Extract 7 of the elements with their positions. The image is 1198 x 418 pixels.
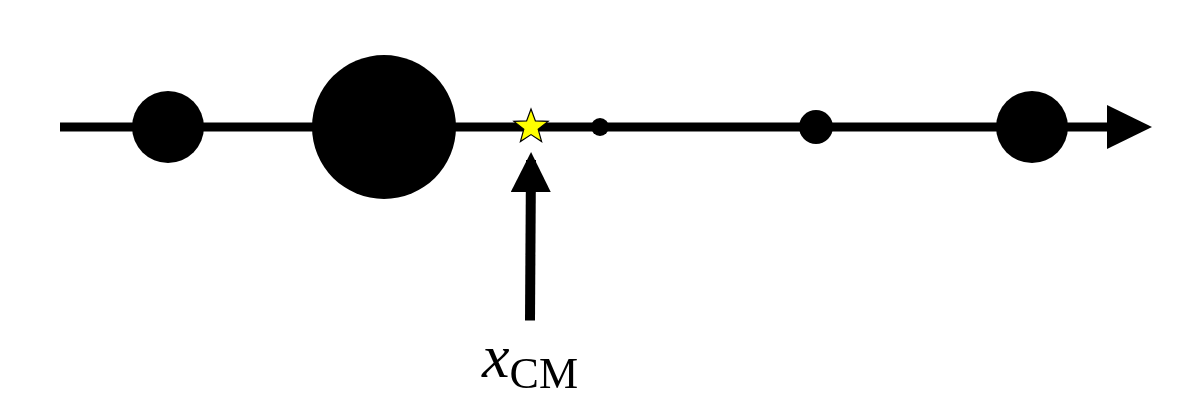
mass-circle [590,117,610,137]
mass-circle [995,90,1069,164]
mass-circle [798,109,834,145]
mass-circle [311,54,457,200]
mass-circle [131,90,205,164]
leader-arrow [510,152,551,321]
math-label: x$_{CM}$ [482,324,578,396]
